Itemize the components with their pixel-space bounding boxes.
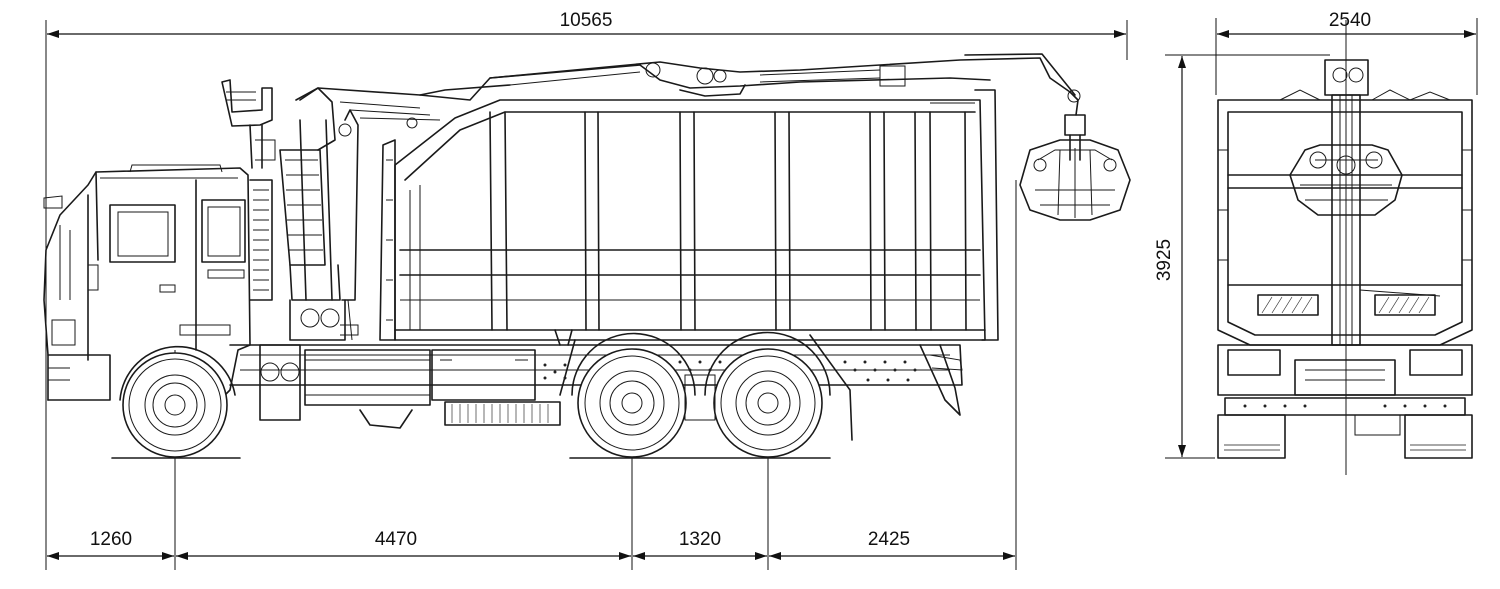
rear-wheel-2 [704,331,831,458]
wheelbase-label: 4470 [375,529,417,550]
overall-length-label: 10565 [560,10,613,31]
overall-height-label: 3925 [1154,239,1175,281]
rear-view: 2540 3925 [1154,10,1478,475]
side-view: 10565 1260 4470 1320 2425 [43,10,1131,570]
axle-spacing-label: 1320 [679,529,721,550]
axle-bogie [684,374,716,421]
truck-cab [43,164,251,401]
crane-boom [299,53,1076,137]
rear-wheel-1 [571,332,696,458]
front-overhang-label: 1260 [90,529,132,550]
operator-seat [221,79,276,301]
crane-column [279,87,396,341]
front-wheel [111,345,241,459]
cargo-body [394,89,999,341]
chassis-frame [229,329,963,441]
overall-width-label: 2540 [1329,10,1371,31]
rear-overhang-label: 2425 [868,529,910,550]
log-grab [1019,89,1131,221]
